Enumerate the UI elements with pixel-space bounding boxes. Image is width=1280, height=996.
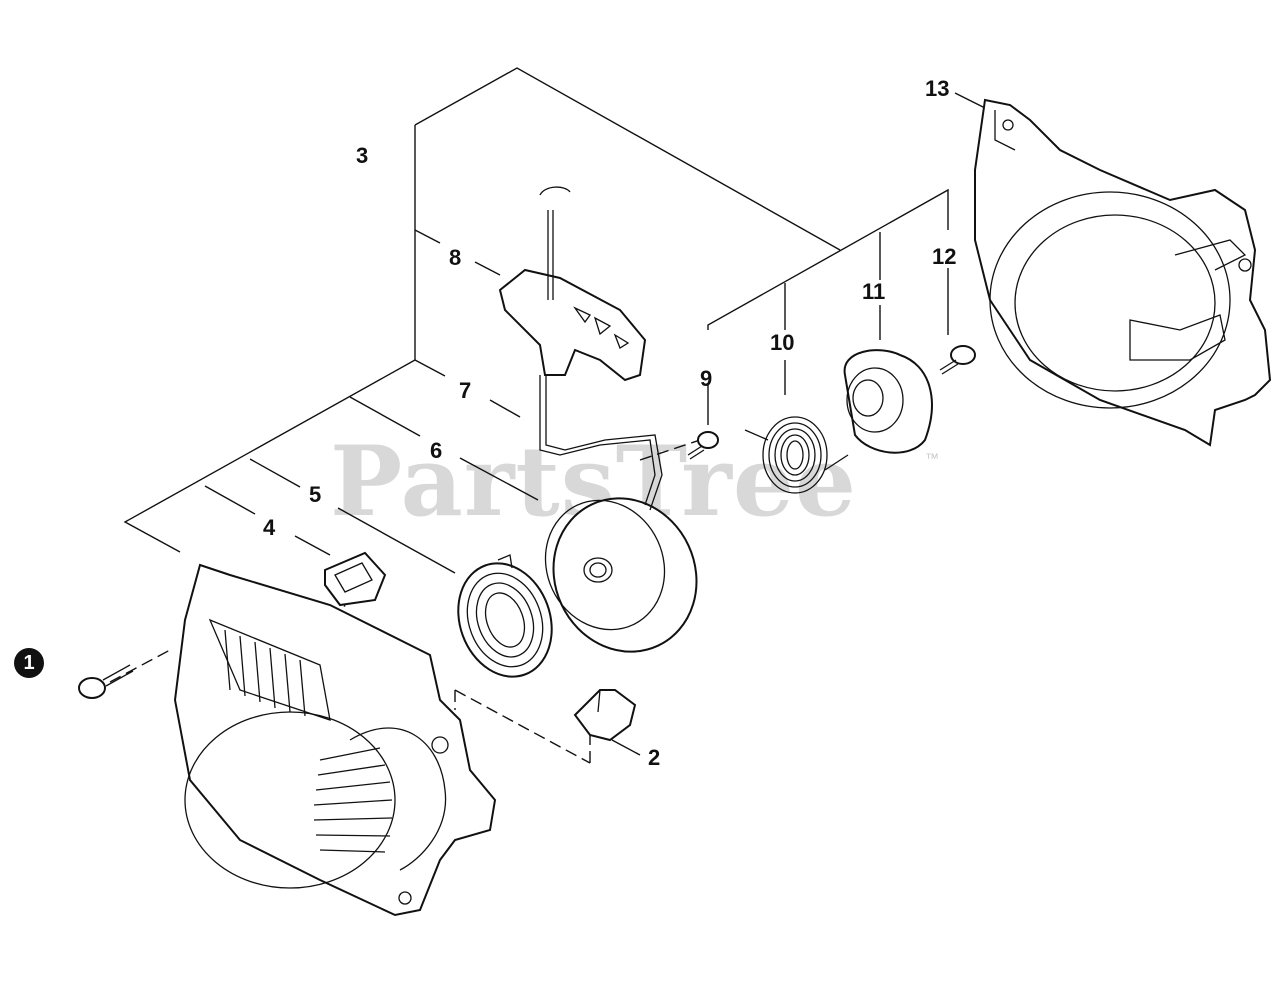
trademark-symbol: ™	[925, 450, 939, 466]
part-7-starter-rope	[539, 375, 663, 511]
part-11-pulley-hub	[843, 349, 933, 454]
callout-1: 1	[14, 648, 44, 678]
callout-8: 8	[449, 245, 462, 270]
part-13-fan-cover	[974, 98, 1272, 447]
part-8-starter-handle	[498, 186, 647, 382]
part-2-clip	[573, 689, 637, 742]
callout-6: 6	[430, 438, 443, 463]
callout-2: 2	[648, 745, 661, 770]
part-5-recoil-spring	[457, 554, 553, 678]
leader-lines	[123, 67, 986, 756]
callout-12: 12	[932, 244, 957, 269]
starter-housing	[173, 563, 497, 917]
part-10-coil-spring	[744, 416, 849, 494]
callout-5: 5	[309, 482, 322, 507]
callout-3: 3	[356, 143, 369, 168]
callout-9: 9	[700, 366, 713, 391]
callout-11: 11	[862, 279, 886, 304]
callout-10: 10	[770, 330, 795, 355]
part-9-screw	[687, 431, 719, 460]
part-4-insert	[324, 551, 387, 607]
part-1-bolt	[78, 664, 134, 699]
callout-13: 13	[925, 76, 950, 101]
part-6-rope-reel	[544, 497, 698, 653]
part-12-bolt	[939, 345, 976, 375]
callout-7: 7	[459, 378, 472, 403]
callout-4: 4	[263, 515, 276, 540]
